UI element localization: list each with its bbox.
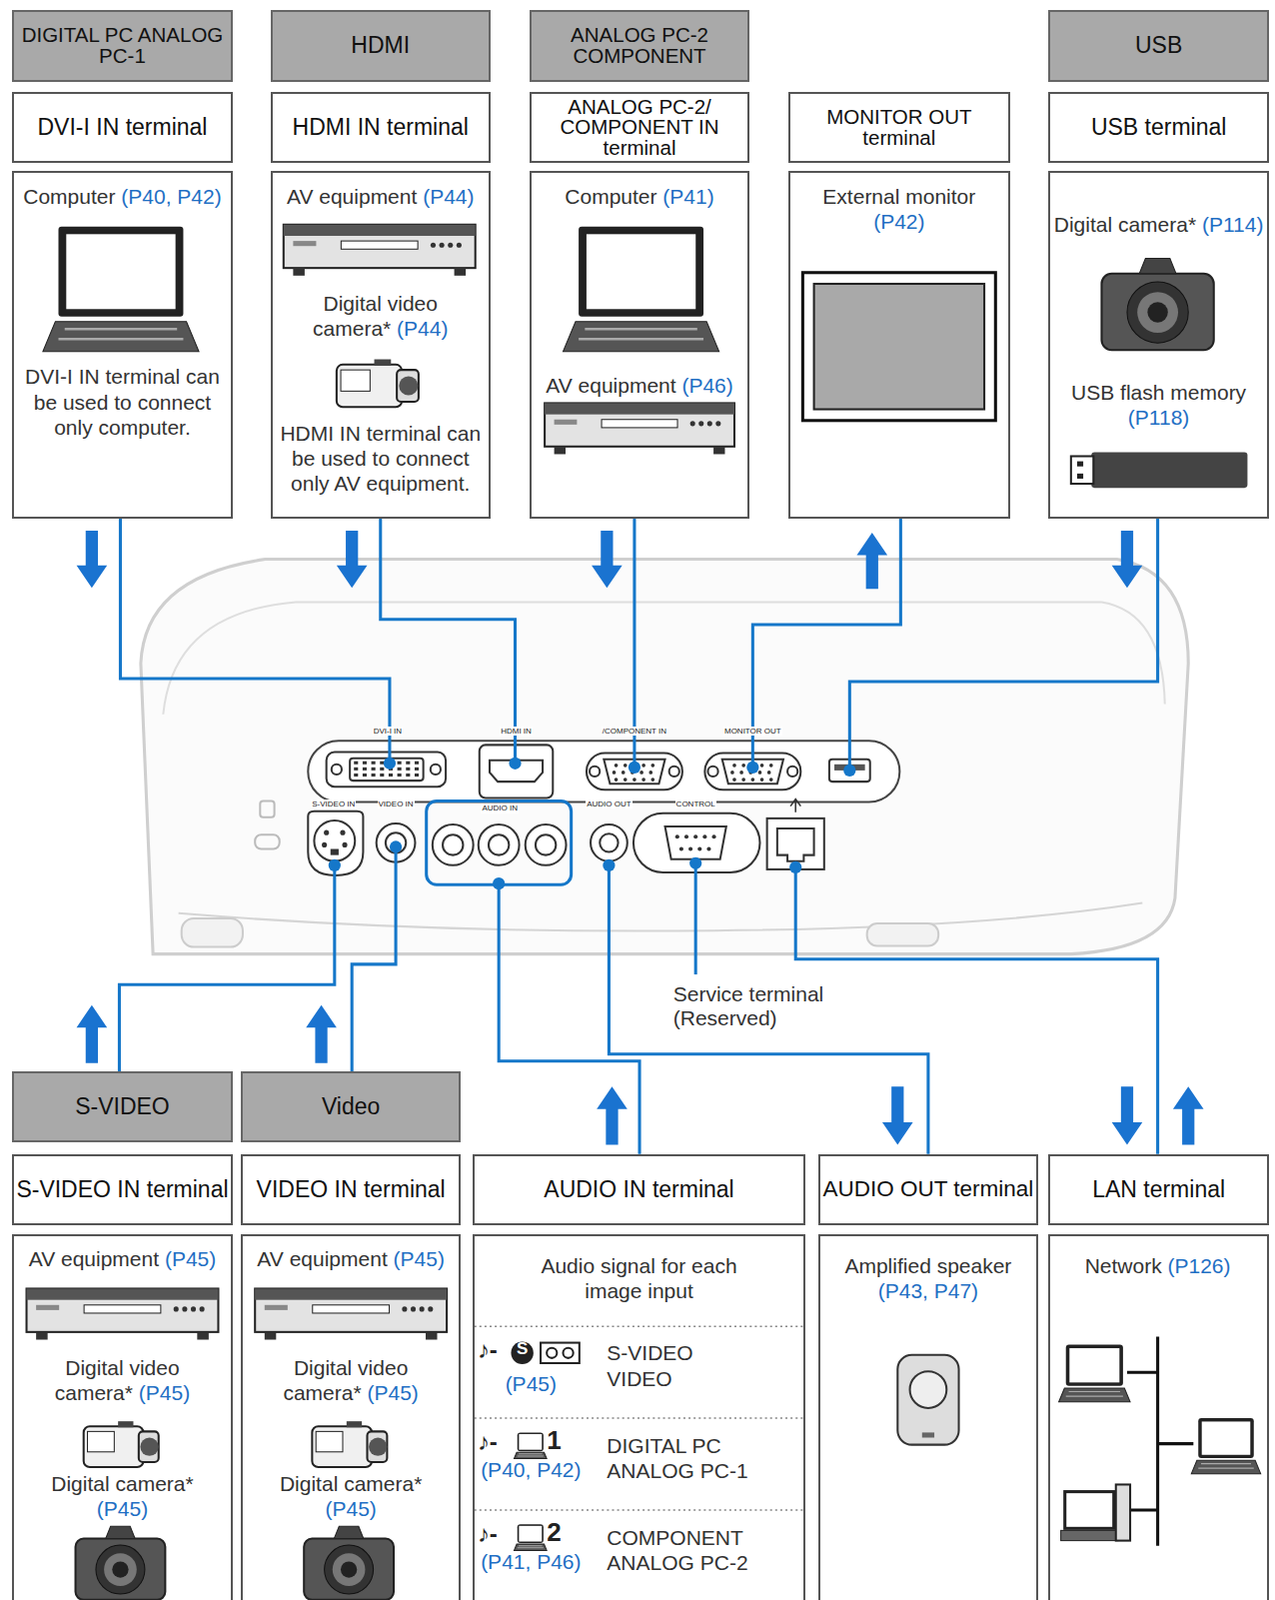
terminal-box: S-VIDEO IN terminal [11,1154,232,1226]
box-label: S-VIDEO [74,1095,170,1119]
box-label: MONITOR OUT terminal [790,106,1009,148]
port-label: MONITOR OUT [723,726,783,736]
box-label: DVI-I IN terminal [36,115,207,139]
device-text: Digital video camera* (P45) [30,1354,215,1405]
device-text: AV equipment (P45) [13,1246,230,1272]
device-text: Digital camera* (P114) [1050,211,1267,237]
terminal-box: HDMI IN terminal [270,91,491,163]
device-text: (P40, P42) [472,1456,590,1482]
signal-header: ANALOG PC-2 COMPONENT [529,9,750,81]
device-text: Network (P126) [1081,1253,1235,1278]
device-box: Audio signal for each image input (P45) S-… [472,1234,807,1600]
device-text: External monitor (P42) [805,183,993,234]
box-label: AUDIO IN terminal [543,1178,734,1202]
device-text: USB flash memory (P118) [1061,379,1258,430]
port-label: HDMI IN [499,726,533,736]
device-text: Digital camera* (P45) [258,1470,443,1521]
port-label: DVI-I IN [372,726,403,736]
box-label: DIGITAL PC ANALOG PC-1 [13,24,230,67]
terminal-box: VIDEO IN terminal [240,1154,461,1226]
port-label: S-VIDEO IN [310,799,356,809]
device-box: Computer (P41) AV equipment (P46) [529,170,750,518]
device-text: (P41, P46) [472,1548,590,1574]
box-label: HDMI IN terminal [292,115,469,139]
device-text: DIGITAL PC ANALOG PC-1 [606,1432,760,1483]
port-label: CONTROL [675,799,717,809]
device-text: HDMI IN terminal can be used to connect … [272,420,489,497]
port-label: AUDIO IN [480,803,519,813]
audio-symbol: S [511,1338,532,1359]
device-text: Audio signal for each image input [530,1253,748,1303]
device-text: Digital video camera* (P44) [290,290,471,341]
box-label: HDMI [350,33,410,57]
device-text: AV equipment (P45) [242,1246,459,1272]
terminal-box: AUDIO IN terminal [472,1154,807,1226]
device-box: AV equipment (P45) Digital video camera* … [11,1234,232,1600]
device-text: Computer (P41) [531,183,748,209]
port-label: /COMPONENT IN [601,726,668,736]
device-box: AV equipment (P44) Digital video camera* … [270,170,491,518]
audio-symbol: 1 [546,1425,567,1456]
port-label: AUDIO OUT [585,799,632,809]
terminal-box: DVI-I IN terminal [11,91,232,163]
port-label: VIDEO IN [377,799,415,809]
device-text: DVI-I IN terminal can be used to connect… [17,363,226,440]
box-label: ANALOG PC-2/ COMPONENT IN terminal [531,96,748,159]
box-label: AUDIO OUT terminal [822,1178,1034,1202]
audio-symbol: ♪- [477,1427,519,1456]
signal-header: USB [1048,9,1269,81]
device-box: Amplified speaker (P43, P47) [818,1234,1039,1600]
box-label: S-VIDEO IN terminal [15,1178,228,1202]
device-text: Digital video camera* (P45) [258,1354,443,1405]
signal-header: HDMI [270,9,491,81]
device-text: Amplified speaker (P43, P47) [828,1253,1029,1303]
device-text: AV equipment (P46) [531,372,748,398]
callout-label: Service terminal (Reserved) [673,982,878,1031]
device-text: COMPONENT ANALOG PC-2 [606,1524,760,1575]
box-label: USB terminal [1091,115,1227,139]
audio-symbol: ♪- [477,1335,519,1364]
box-label: ANALOG PC-2 COMPONENT [531,24,748,67]
box-label: USB [1135,33,1183,57]
device-box: AV equipment (P45) Digital video camera* … [240,1234,461,1600]
box-label: VIDEO IN terminal [256,1178,446,1202]
device-text: S-VIDEO VIDEO [606,1339,740,1390]
device-text: (P45) [477,1370,585,1396]
terminal-box: ANALOG PC-2/ COMPONENT IN terminal [529,91,750,163]
device-text: AV equipment (P44) [272,183,489,209]
device-box: Network (P126) [1048,1234,1269,1600]
device-box: Digital camera* (P114) USB flash memory (… [1048,170,1269,518]
terminal-box: LAN terminal [1048,1154,1269,1226]
device-box: External monitor (P42) [788,170,1011,518]
device-text: Digital camera* (P45) [30,1470,215,1521]
terminal-box: USB terminal [1048,91,1269,163]
signal-header: DIGITAL PC ANALOG PC-1 [11,9,232,81]
device-box: Computer (P40, P42) DVI-I IN terminal can… [11,170,232,518]
audio-symbol: 2 [546,1517,567,1548]
terminal-box: AUDIO OUT terminal [818,1154,1039,1226]
signal-header: S-VIDEO [11,1071,232,1143]
box-label: Video [321,1095,380,1119]
device-text: Computer (P40, P42) [13,183,230,209]
terminal-box: MONITOR OUT terminal [788,91,1011,163]
box-label: LAN terminal [1092,1178,1226,1202]
audio-symbol: ♪- [477,1519,519,1548]
signal-header: Video [240,1071,461,1143]
